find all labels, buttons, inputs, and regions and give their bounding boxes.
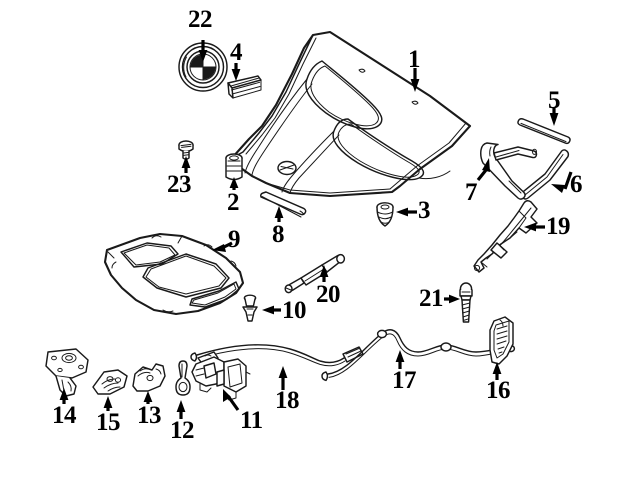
callout-label-13: 13 [137,402,162,429]
hood-insulation-pad-graphic [103,232,245,316]
callout-label-2: 2 [227,189,240,216]
callout-label-9: 9 [228,226,241,253]
callout-label-3: 3 [418,197,431,224]
callout-label-18: 18 [275,387,300,414]
release-cable-long-graphic [321,329,516,382]
callout-label-23: 23 [167,171,192,198]
grommet-cap-graphic [132,363,166,392]
insulation-clip-graphic [242,294,258,322]
callout-label-16: 16 [486,377,511,404]
callout-label-14: 14 [52,402,77,429]
callout-label-5: 5 [548,87,561,114]
hood-buffer-stop-graphic [376,202,394,227]
hood-bump-stop-graphic [225,153,243,181]
hood-trim-insert-graphic [227,75,262,99]
callout-label-10: 10 [282,297,307,324]
callout-label-20: 20 [316,281,341,308]
release-cable-short-graphic [190,344,364,367]
callout-label-22: 22 [188,6,213,33]
callout-label-15: 15 [96,409,121,436]
cable-cover-cap-graphic [92,369,128,395]
callout-label-12: 12 [170,417,195,444]
hood-latch-assembly-graphic [191,351,251,401]
callout-label-21: 21 [419,285,444,312]
callout-label-11: 11 [240,407,263,434]
hood-support-strut-graphic [473,200,538,273]
hood-hinge-graphic [480,142,538,200]
rubber-stop-pin-graphic [175,360,191,396]
callout-label-6: 6 [570,171,583,198]
bmw-roundel-emblem-graphic [178,42,228,92]
emblem-screw-graphic [178,140,194,160]
hood-panel-graphic [230,30,472,198]
mounting-bolt-graphic [459,282,473,323]
leader-arrows [59,40,573,419]
support-rod-graphic [517,118,571,145]
callout-label-17: 17 [392,367,417,394]
callout-label-8: 8 [272,221,285,248]
striker-catch-graphic [489,316,514,365]
latch-bracket-graphic [45,348,89,397]
callout-label-4: 4 [230,39,243,66]
hood-seal-strip-graphic [260,191,307,218]
callout-label-1: 1 [408,46,421,73]
callout-label-7: 7 [465,179,478,206]
callout-label-19: 19 [546,213,571,240]
